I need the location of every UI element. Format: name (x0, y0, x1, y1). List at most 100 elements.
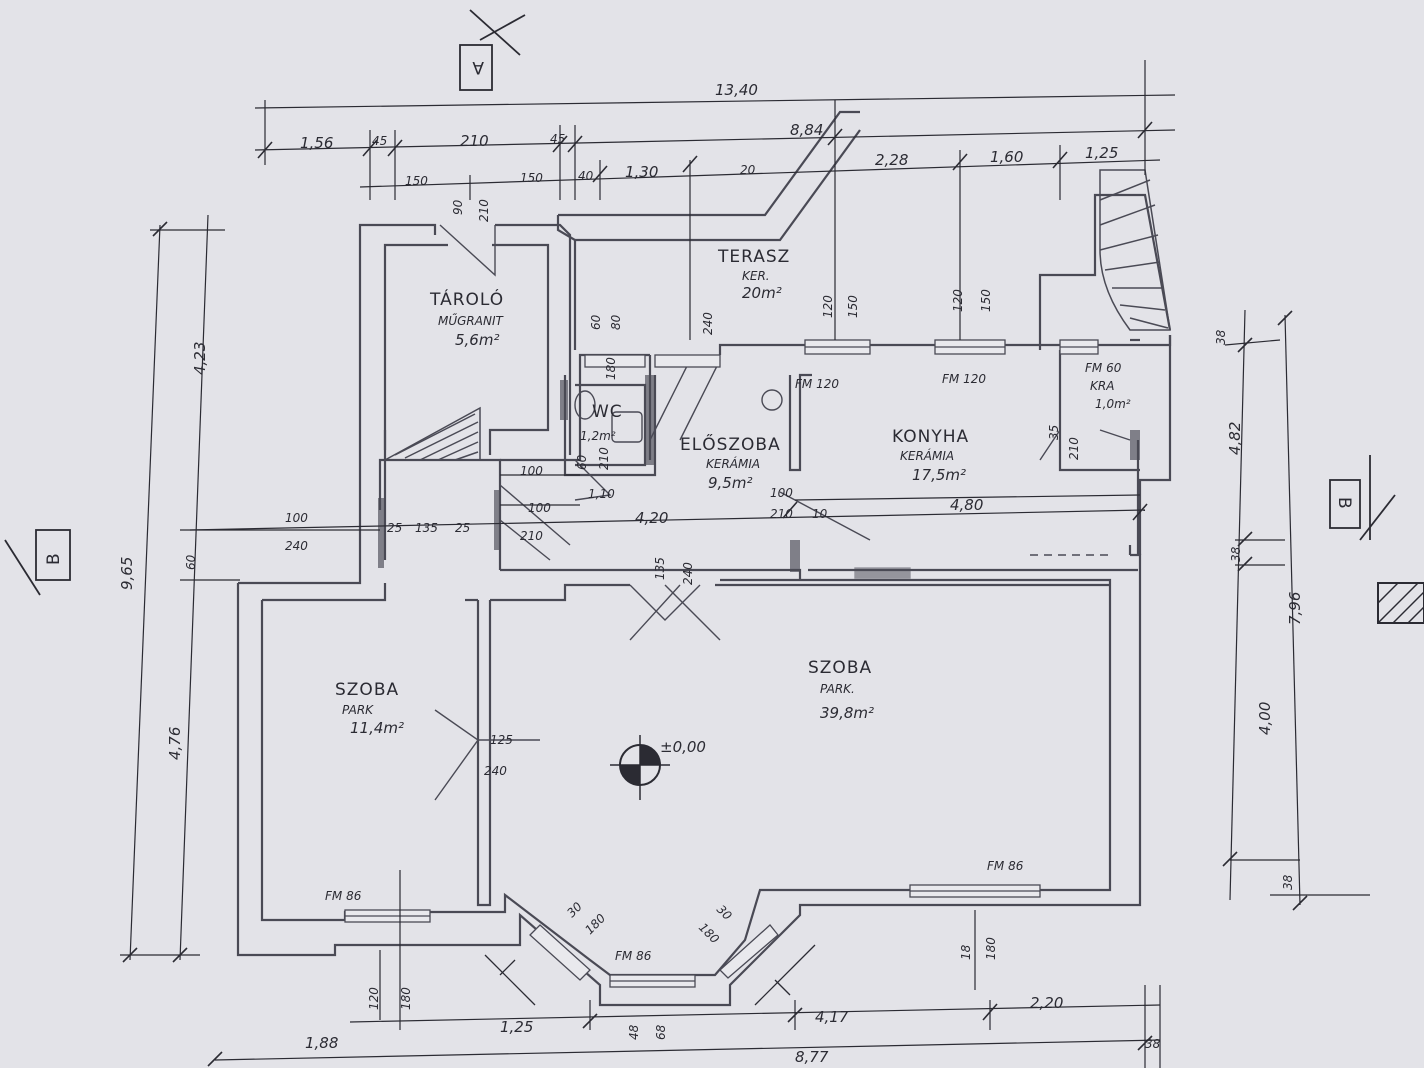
dim-right-38b: 38 (1229, 546, 1243, 562)
room-tarolo-area: 5,6m² (455, 331, 499, 349)
outer-wall-main (236, 553, 1142, 1007)
terrace-outline (556, 215, 577, 350)
dim-int-135b: 135 (653, 557, 667, 580)
dim-int-240d: 240 (701, 312, 715, 335)
room-tarolo-name: TÁROLÓ (429, 288, 504, 310)
room-terasz-name: TERASZ (717, 247, 790, 267)
dim-int-25b: 25 (455, 521, 470, 535)
dim-int-60: 60 (589, 314, 603, 330)
dim-top-45a: 45 (372, 134, 387, 148)
dim-int-120a: 120 (821, 295, 835, 318)
room-szoba-large-name: SZOBA (808, 658, 872, 678)
dim-int-240b: 240 (484, 764, 507, 778)
dim-top-45b: 45 (550, 132, 565, 146)
dim-int-210a: 210 (520, 529, 543, 543)
dim-bottom-125: 1,25 (500, 1018, 533, 1036)
dim-right-38c: 38 (1281, 874, 1295, 890)
room-kamra-area: 1,0m² (1095, 397, 1131, 411)
dim-top-210: 210 (460, 132, 489, 150)
dim-int-100a: 100 (285, 511, 308, 525)
door-swings (434, 224, 1131, 801)
level-marker (610, 735, 670, 800)
legend-hatch-box (1377, 582, 1424, 624)
dim-right-482: 4,82 (1226, 422, 1244, 455)
window-fm86-bay: FM 86 (615, 949, 652, 963)
dim-int-120b: 120 (951, 289, 965, 312)
window-fm120-b: FM 120 (942, 372, 986, 386)
dim-top-total: 13,40 (715, 81, 758, 99)
dim-bottom-38: 38 (1145, 1037, 1161, 1051)
wall-thickening (378, 375, 1140, 572)
dim-top-40: 40 (578, 169, 594, 183)
dim-bottom-18: 18 (959, 944, 973, 960)
dim-int-210e: 210 (597, 447, 611, 470)
dim-int-10: 10 (812, 507, 828, 521)
room-szoba-small-area: 11,4m² (350, 719, 404, 737)
room-eloszoba-sub: KERÁMIA (706, 456, 760, 471)
dim-bottom-417: 4,17 (815, 1008, 849, 1026)
dim-top-228: 2,28 (875, 151, 908, 169)
dim-int-110: 1,10 (588, 487, 615, 501)
dim-bottom-180a: 180 (399, 987, 413, 1010)
room-terasz-sub: KER. (742, 269, 770, 283)
window-fm120-a: FM 120 (795, 377, 839, 391)
dim-bottom-220: 2,20 (1030, 994, 1063, 1012)
dim-int-100d: 100 (770, 486, 793, 500)
dim-int-135: 135 (415, 521, 438, 535)
room-kamra-name: KRA (1090, 379, 1114, 393)
dim-right-796: 7,96 (1286, 592, 1304, 625)
level-marker-label: ±0,00 (660, 738, 706, 756)
dim-left-965: 9,65 (118, 557, 136, 590)
dim-bottom-48: 48 (627, 1024, 641, 1040)
dim-top-884: 8,84 (790, 121, 823, 139)
section-label-b-right: B (1334, 497, 1354, 510)
dim-int-35: 35 (1047, 425, 1061, 440)
room-szoba-small-sub: PARK (342, 703, 374, 717)
room-eloszoba-area: 9,5m² (708, 474, 752, 492)
room-szoba-large-sub: PARK. (820, 682, 855, 696)
dim-int-420: 4,20 (635, 509, 668, 527)
section-label-b-left: B (44, 552, 64, 565)
dim-int-125: 125 (490, 733, 513, 747)
room-eloszoba-name: ELŐSZOBA (680, 433, 781, 455)
windows (344, 339, 1099, 988)
dim-int-80: 80 (609, 314, 623, 330)
dim-int-25a: 25 (387, 521, 402, 535)
dim-top-20: 20 (740, 163, 756, 177)
dim-int-60b: 60 (575, 454, 589, 470)
room-tarolo-sub: MŰGRANIT (438, 313, 504, 328)
dim-int-100b: 100 (520, 464, 543, 478)
room-wc-area: 1,2m² (580, 429, 616, 443)
dim-int-210d: 210 (1067, 437, 1081, 460)
room-konyha-name: KONYHA (892, 427, 969, 447)
dimension-lines (120, 60, 1370, 1068)
bay-cross-marks (484, 944, 816, 1006)
dim-right-400: 4,00 (1256, 702, 1274, 735)
dim-int-90: 90 (451, 199, 465, 215)
dim-int-480: 4,80 (950, 496, 983, 514)
misc-symbols (574, 389, 1110, 579)
section-label-a: A (471, 57, 484, 77)
room-konyha-sub: KERÁMIA (900, 448, 954, 463)
room-szoba-small-name: SZOBA (335, 680, 399, 700)
dim-top-156: 1,56 (300, 134, 333, 152)
walls (236, 110, 1172, 1007)
dim-int-150a: 150 (846, 295, 860, 318)
dim-int-210b: 210 (770, 507, 793, 521)
room-szoba-large-area: 39,8m² (820, 704, 874, 722)
dim-bottom-188: 1,88 (305, 1034, 338, 1052)
dim-bottom-877: 8,77 (795, 1048, 829, 1066)
dim-top-125: 1,25 (1085, 144, 1118, 162)
dim-int-210c: 210 (477, 199, 491, 222)
dim-int-100c: 100 (528, 501, 551, 515)
window-fm86-left: FM 86 (325, 889, 362, 903)
storage-wall (358, 223, 437, 570)
dim-int-180: 180 (604, 357, 618, 380)
dim-left-60: 60 (184, 554, 198, 570)
dimension-ticks (122, 121, 1308, 1067)
dim-left-476: 4,76 (166, 727, 184, 760)
dim-right-38a: 38 (1214, 329, 1228, 345)
stairs (384, 169, 1171, 461)
